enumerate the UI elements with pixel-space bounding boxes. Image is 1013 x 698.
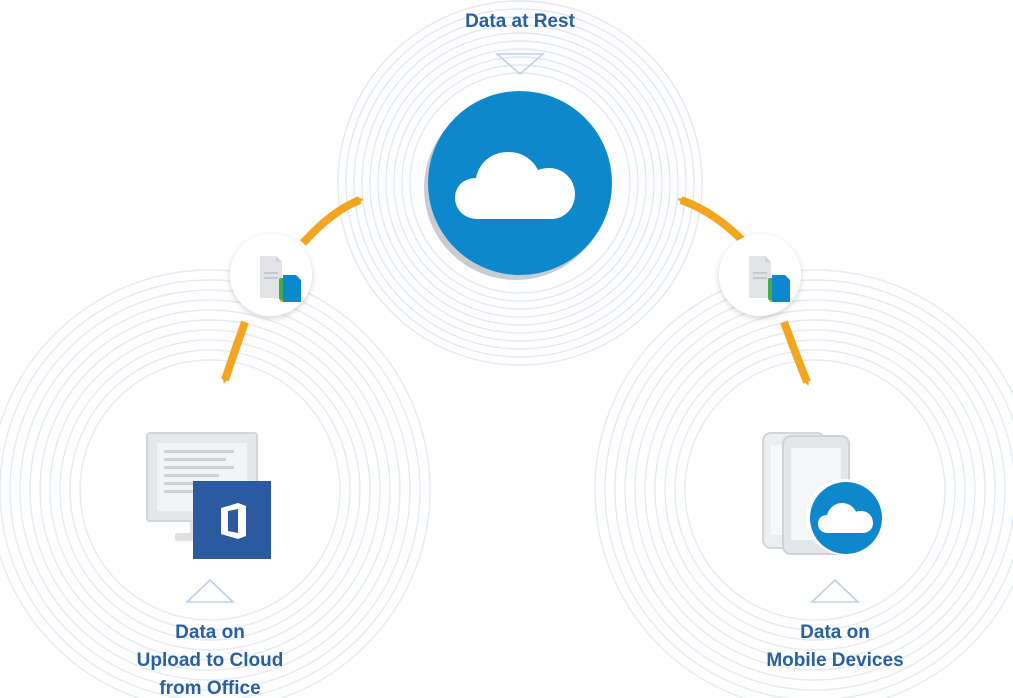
label-data-on-upload: Data on Upload to Cloud from Office xyxy=(110,619,310,698)
label-right-line-1: Data on xyxy=(800,622,870,643)
label-data-at-rest-text: Data at Rest xyxy=(465,11,575,32)
right-transfer-badge xyxy=(719,234,801,316)
label-right-line-2: Mobile Devices xyxy=(766,650,904,671)
files-icon xyxy=(749,256,790,302)
mobile-devices-cloud-icon xyxy=(762,432,882,555)
left-pointer-icon xyxy=(185,578,235,603)
top-pointer-icon xyxy=(494,53,546,76)
arrow-right-up xyxy=(677,196,748,246)
label-data-on-mobile: Data on Mobile Devices xyxy=(735,619,935,675)
transfer-arrows xyxy=(221,196,811,386)
office-monitor-icon xyxy=(146,432,271,559)
right-ripples xyxy=(594,269,1013,698)
cloud-icon xyxy=(455,152,575,219)
arrow-left-up xyxy=(300,196,364,246)
arrow-left-down xyxy=(221,320,249,384)
office-logo-icon xyxy=(221,503,246,539)
left-transfer-badge xyxy=(230,234,312,316)
right-pointer-icon xyxy=(810,578,860,603)
label-left-line-3: from Office xyxy=(159,678,261,698)
label-data-at-rest: Data at Rest xyxy=(420,8,620,36)
arrow-right-down xyxy=(780,320,811,386)
label-left-line-1: Data on xyxy=(175,622,245,643)
office-logo-tile xyxy=(193,481,271,559)
cloud-node xyxy=(424,91,612,280)
label-left-line-2: Upload to Cloud xyxy=(136,650,284,671)
files-icon xyxy=(260,256,301,302)
left-ripples xyxy=(0,269,431,698)
top-ripples xyxy=(337,0,703,366)
